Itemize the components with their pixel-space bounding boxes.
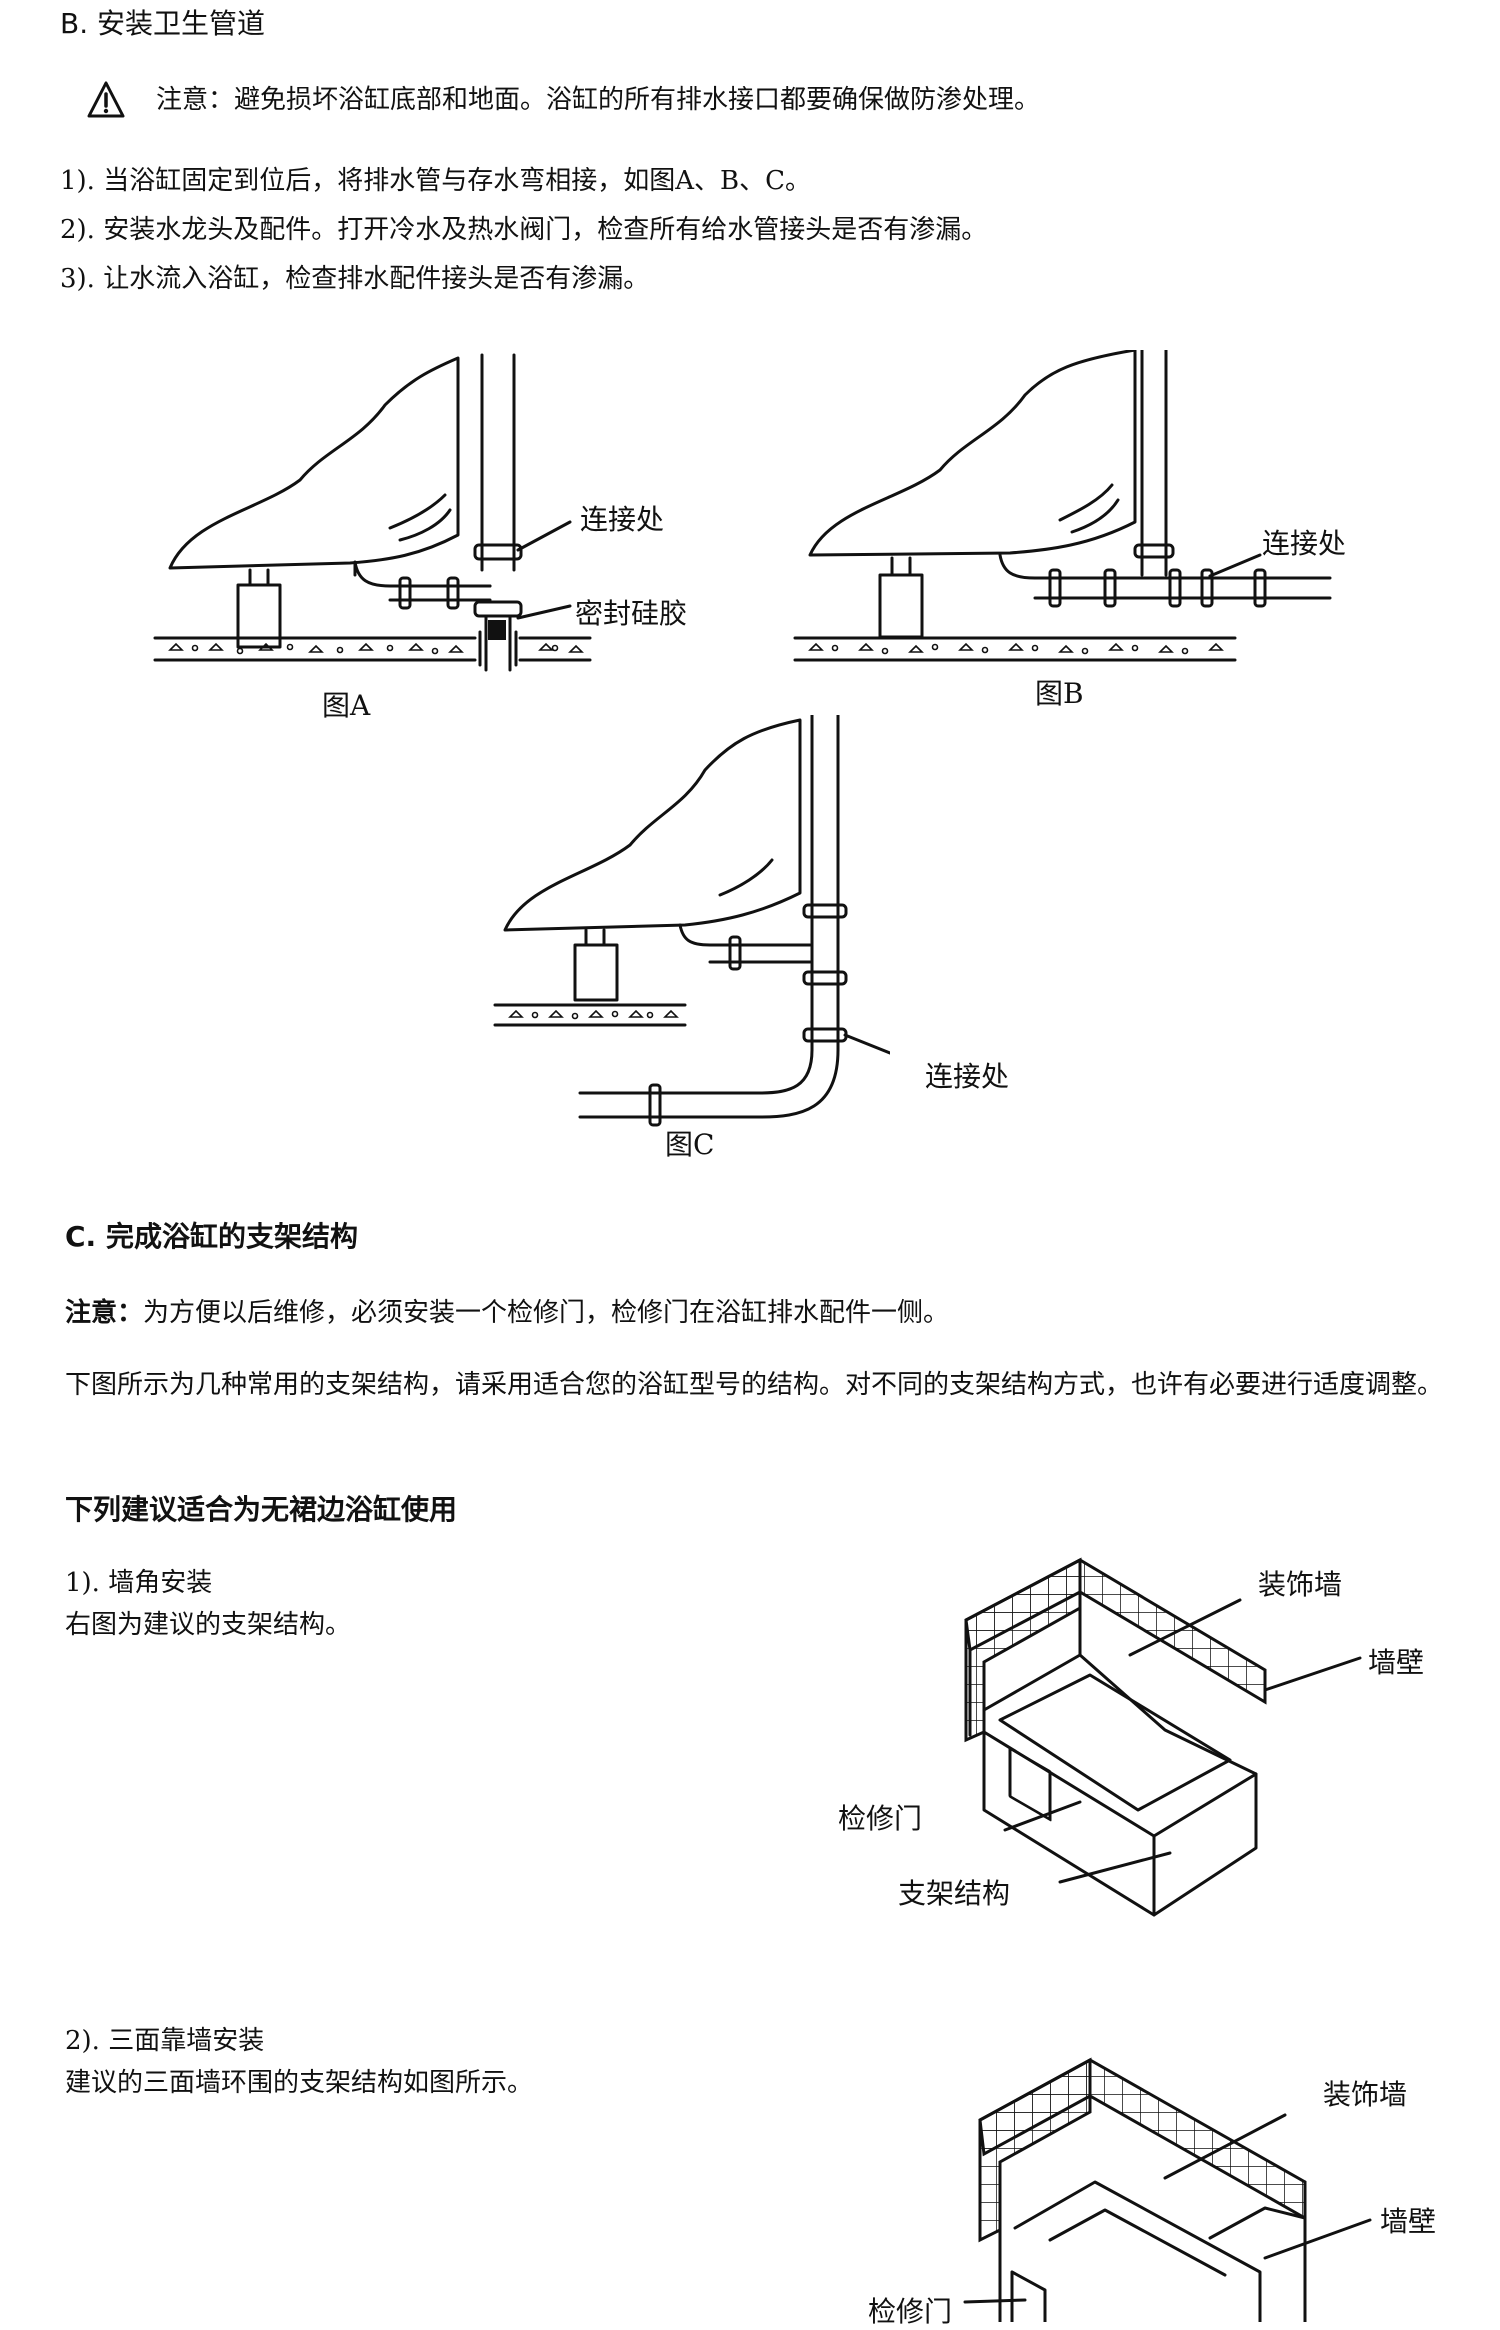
three-wall-label-access-door: 检修门 — [868, 2295, 953, 2328]
item-1-text: 右图为建议的支架结构。 — [65, 1610, 352, 1640]
figure-c-illustration — [490, 715, 890, 1135]
step-1: 1). 当浴缸固定到位后，将排水管与存水弯相接，如图A、B、C。 — [60, 166, 811, 196]
item-1-title: 1). 墙角安装 — [65, 1568, 213, 1598]
section-b-title: B. 安装卫生管道 — [60, 2, 265, 42]
section-b-letter: B. — [60, 7, 89, 40]
step-2: 2). 安装水龙头及配件。打开冷水及热水阀门，检查所有给水管接头是否有渗漏。 — [60, 215, 988, 245]
figure-c-label-joint: 连接处 — [925, 1060, 1010, 1093]
figure-a-illustration — [150, 350, 610, 680]
three-wall-install-diagram — [960, 2040, 1440, 2322]
corner-label-support: 支架结构 — [898, 1877, 1011, 1910]
step-3: 3). 让水流入浴缸，检查排水配件接头是否有渗漏。 — [60, 264, 650, 294]
note-text: 为方便以后维修，必须安装一个检修门，检修门在浴缸排水配件一侧。 — [143, 1298, 950, 1328]
corner-label-access-door: 检修门 — [838, 1802, 923, 1835]
section-c-description: 下图所示为几种常用的支架结构，请采用适合您的浴缸型号的结构。对不同的支架结构方式… — [65, 1370, 1444, 1400]
figure-b-label-joint: 连接处 — [1262, 527, 1347, 560]
warning-text: 注意：避免损坏浴缸底部和地面。浴缸的所有排水接口都要确保做防渗处理。 — [156, 85, 1041, 115]
figure-a-label-joint: 连接处 — [580, 503, 665, 536]
figure-b-caption: 图B — [1035, 677, 1084, 710]
three-wall-label-deco-wall: 装饰墙 — [1323, 2078, 1408, 2111]
figure-b-illustration — [790, 350, 1350, 680]
warning-triangle-icon — [86, 80, 126, 120]
section-c-note: 注意：为方便以后维修，必须安装一个检修门，检修门在浴缸排水配件一侧。 — [65, 1295, 949, 1331]
figure-c-caption: 图C — [665, 1128, 715, 1161]
three-wall-label-wall: 墙壁 — [1380, 2205, 1437, 2238]
corner-install-diagram — [940, 1540, 1420, 1920]
frameless-subheading: 下列建议适合为无裙边浴缸使用 — [65, 1493, 458, 1526]
corner-label-wall: 墙壁 — [1368, 1646, 1425, 1679]
figure-a-label-seal: 密封硅胶 — [575, 597, 688, 630]
item-2-text: 建议的三面墙环围的支架结构如图所示。 — [65, 2068, 534, 2098]
figure-a-caption: 图A — [322, 689, 371, 722]
note-label: 注意： — [65, 1298, 144, 1328]
item-2-title: 2). 三面靠墙安装 — [65, 2026, 265, 2056]
section-c-letter: C. — [65, 1220, 97, 1253]
section-c-title-text: 完成浴缸的支架结构 — [105, 1220, 358, 1253]
corner-label-deco-wall: 装饰墙 — [1258, 1568, 1343, 1601]
section-c-title: C. 完成浴缸的支架结构 — [65, 1215, 358, 1255]
section-b-title-text: 安装卫生管道 — [97, 7, 266, 40]
